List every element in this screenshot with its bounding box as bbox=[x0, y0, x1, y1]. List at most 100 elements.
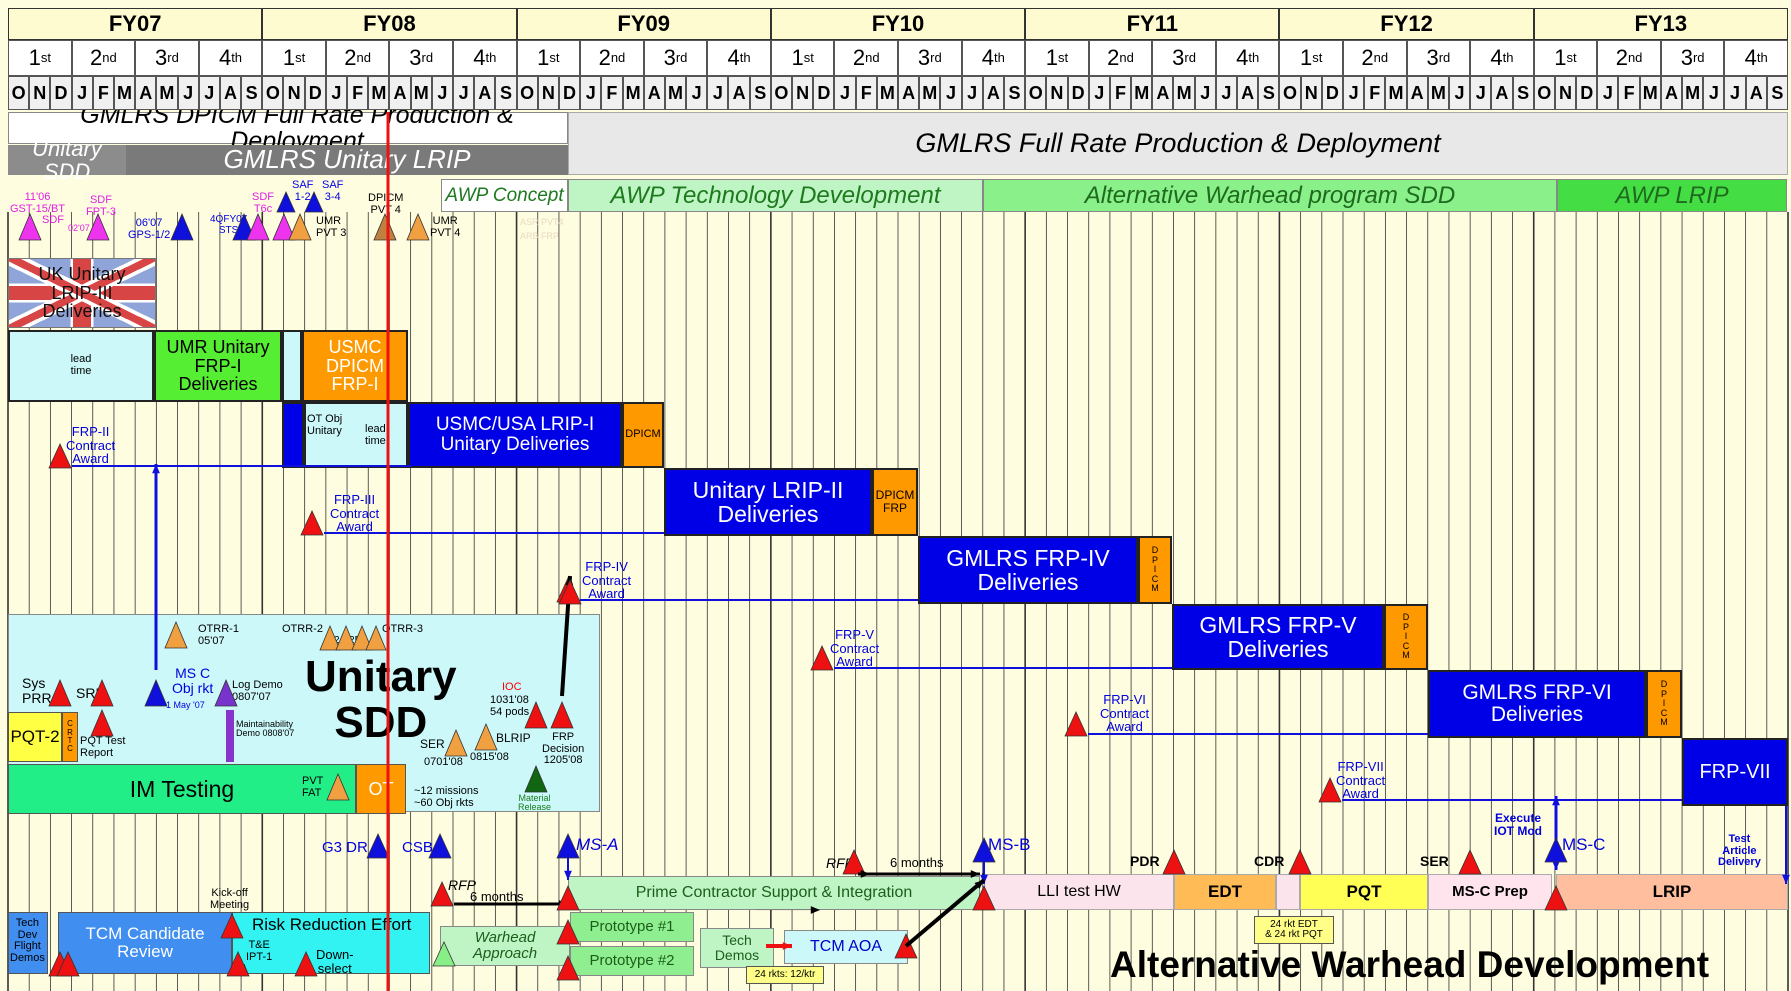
month-header: N bbox=[538, 76, 559, 110]
pqt2-block: PQT-2 bbox=[8, 712, 62, 762]
rkt-note-label: 24 rkt EDT & 24 rkt PQT bbox=[1265, 920, 1323, 941]
month-header: J bbox=[1089, 76, 1110, 110]
frp2-award-label: FRP-II Contract Award bbox=[66, 425, 115, 466]
tech-dev-label: Tech Dev Flight Demos bbox=[10, 918, 45, 964]
umr-pvt3-label: UMR PVT 3 bbox=[316, 216, 346, 239]
fy-header-fy12: FY12 bbox=[1279, 8, 1533, 40]
ioc-detail-label: 1031'08 54 pods bbox=[490, 695, 529, 718]
dpicm-pvt4-label: DPICM PVT 4 bbox=[368, 193, 403, 216]
month-header: D bbox=[50, 76, 71, 110]
month-header: M bbox=[919, 76, 940, 110]
pqt-bar: PQT bbox=[1300, 874, 1428, 910]
unitary-sdd-title: Unitary SDD bbox=[305, 654, 457, 746]
month-header: A bbox=[1237, 76, 1258, 110]
dpicm-label-4: D P I C M bbox=[1151, 546, 1159, 593]
fy-header-fy08: FY08 bbox=[262, 8, 516, 40]
pdr-label: PDR bbox=[1130, 854, 1160, 869]
lli-label: LLI test HW bbox=[1037, 884, 1121, 901]
maint-demo-bar bbox=[226, 710, 234, 762]
month-header: J bbox=[1724, 76, 1745, 110]
month-header: S bbox=[1258, 76, 1279, 110]
sys-prr-label: Sys PRR bbox=[22, 676, 52, 705]
month-header: S bbox=[495, 76, 516, 110]
month-header: F bbox=[1110, 76, 1131, 110]
month-header: A bbox=[135, 76, 156, 110]
ot-obj-label: OT Obj Unitary bbox=[307, 414, 342, 437]
month-header: D bbox=[559, 76, 580, 110]
rkts-note-label: 24 rkts: 12/ktr bbox=[755, 970, 816, 981]
month-header: O bbox=[1279, 76, 1300, 110]
risk-reduction-label: Risk Reduction Effort bbox=[252, 916, 411, 934]
ot-obj-blue-block bbox=[282, 402, 304, 468]
blrip-label: BLRIP bbox=[496, 732, 531, 745]
awp-concept-bar: AWP Concept bbox=[441, 179, 568, 212]
ser-date-label: 0701'08 bbox=[424, 757, 463, 769]
unitary-sdd-label: Unitary SDD bbox=[8, 137, 126, 183]
month-header: F bbox=[601, 76, 622, 110]
quarter-header: 4th bbox=[1724, 40, 1788, 76]
ms-c-label: MS C Obj rkt bbox=[172, 666, 213, 695]
usmc-dpicm-block: USMC DPICM FRP-I bbox=[302, 330, 408, 402]
month-header: O bbox=[517, 76, 538, 110]
month-header: M bbox=[1131, 76, 1152, 110]
prototype2-label: Prototype #2 bbox=[589, 953, 674, 969]
lead-time-label-2: lead time bbox=[365, 424, 386, 447]
otrr3-label: OTRR-3 bbox=[382, 624, 423, 636]
month-header: J bbox=[940, 76, 961, 110]
six-months-label-1: 6 months bbox=[470, 890, 523, 904]
umr-frp1-block: UMR Unitary FRP-I Deliveries bbox=[154, 330, 282, 402]
lrip-label: LRIP bbox=[1653, 883, 1692, 901]
month-header: J bbox=[1470, 76, 1491, 110]
month-header: J bbox=[1597, 76, 1618, 110]
quarter-header: 2nd bbox=[1343, 40, 1407, 76]
month-header: J bbox=[707, 76, 728, 110]
saf34-label: SAF 3-4 bbox=[322, 180, 343, 203]
uk-deliveries-block: UK Unitary LRIP-III Deliveries bbox=[8, 258, 156, 328]
fy-header-fy11: FY11 bbox=[1025, 8, 1279, 40]
month-header: N bbox=[1555, 76, 1576, 110]
tcm-aoa-label: TCM AOA bbox=[810, 939, 882, 956]
month-header: J bbox=[432, 76, 453, 110]
month-header: F bbox=[1618, 76, 1639, 110]
quarter-header: 4th bbox=[1216, 40, 1280, 76]
quarter-header: 4th bbox=[962, 40, 1026, 76]
ser-awd-label: SER bbox=[1420, 854, 1449, 869]
frp6-award-label: FRP-VI Contract Award bbox=[1100, 693, 1149, 734]
month-header: A bbox=[1661, 76, 1682, 110]
month-header: D bbox=[305, 76, 326, 110]
awp-sdd-bar: Alternative Warhead program SDD bbox=[983, 179, 1557, 212]
month-header: A bbox=[220, 76, 241, 110]
month-header: A bbox=[474, 76, 495, 110]
ms-b-label: MS-B bbox=[988, 836, 1031, 854]
month-header: J bbox=[453, 76, 474, 110]
month-header: F bbox=[856, 76, 877, 110]
tcm-aoa-block: TCM AOA bbox=[784, 930, 908, 964]
awp-concept-label: AWP Concept bbox=[445, 186, 563, 206]
fy-header-fy09: FY09 bbox=[517, 8, 771, 40]
month-header: S bbox=[1513, 76, 1534, 110]
pvt-fat-label: PVT FAT bbox=[302, 776, 323, 799]
month-header: A bbox=[389, 76, 410, 110]
fy-header-fy07: FY07 bbox=[8, 8, 262, 40]
execute-iot-label: Execute IOT Mod bbox=[1494, 812, 1542, 837]
quarter-header: 3rd bbox=[135, 40, 199, 76]
month-header: N bbox=[1301, 76, 1322, 110]
quarter-header: 1st bbox=[771, 40, 835, 76]
dpicm-frp-label: DPICM FRP bbox=[876, 489, 915, 514]
month-header: D bbox=[813, 76, 834, 110]
month-header: M bbox=[1385, 76, 1406, 110]
awd-title: Alternative Warhead Development bbox=[1110, 946, 1709, 985]
warhead-approach-block: Warhead Approach bbox=[440, 926, 570, 966]
srr-label: SRR bbox=[76, 686, 106, 701]
otrr2-label: OTRR-2 bbox=[282, 624, 323, 636]
month-header: M bbox=[368, 76, 389, 110]
otrr1-label: OTRR-1 05'07 bbox=[198, 624, 239, 647]
saf12-label: SAF 1-2 bbox=[292, 180, 313, 203]
